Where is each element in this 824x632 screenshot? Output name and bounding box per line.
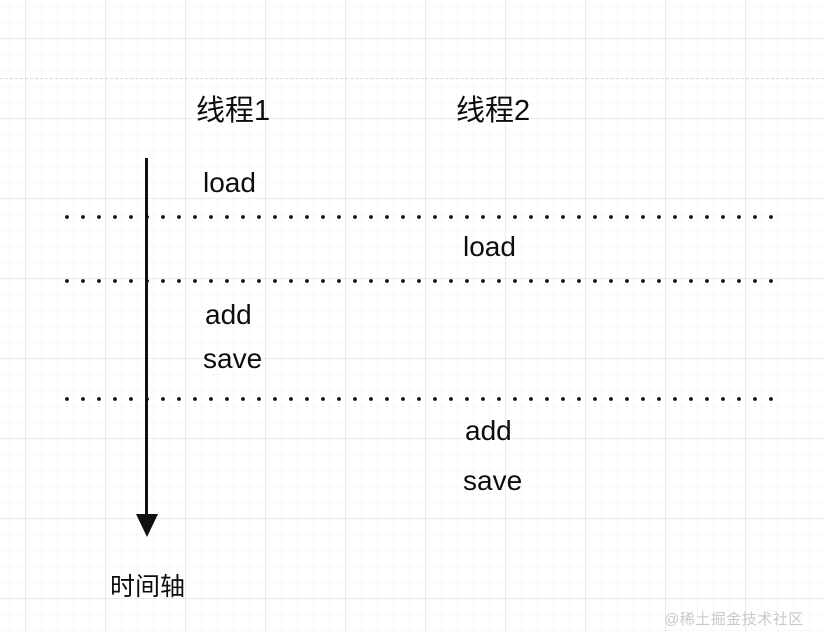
soft-divider-rule xyxy=(0,78,824,79)
operation-label: load xyxy=(463,231,516,262)
separator-line xyxy=(65,397,775,401)
time-axis-label: 时间轴 xyxy=(110,573,186,601)
time-axis-arrowhead-icon xyxy=(135,514,158,537)
time-axis-line xyxy=(145,158,148,515)
watermark: @稀土掘金技术社区 xyxy=(664,611,804,628)
thread-column-header: 线程1 xyxy=(196,95,271,127)
separator-line xyxy=(65,279,777,283)
separator-line xyxy=(65,215,777,219)
operation-label: save xyxy=(203,343,263,374)
operation-label: save xyxy=(463,465,523,496)
operation-label: load xyxy=(203,167,256,198)
operation-label: add xyxy=(465,415,512,446)
operation-label: add xyxy=(205,299,252,330)
thread-column-header: 线程2 xyxy=(456,95,531,127)
